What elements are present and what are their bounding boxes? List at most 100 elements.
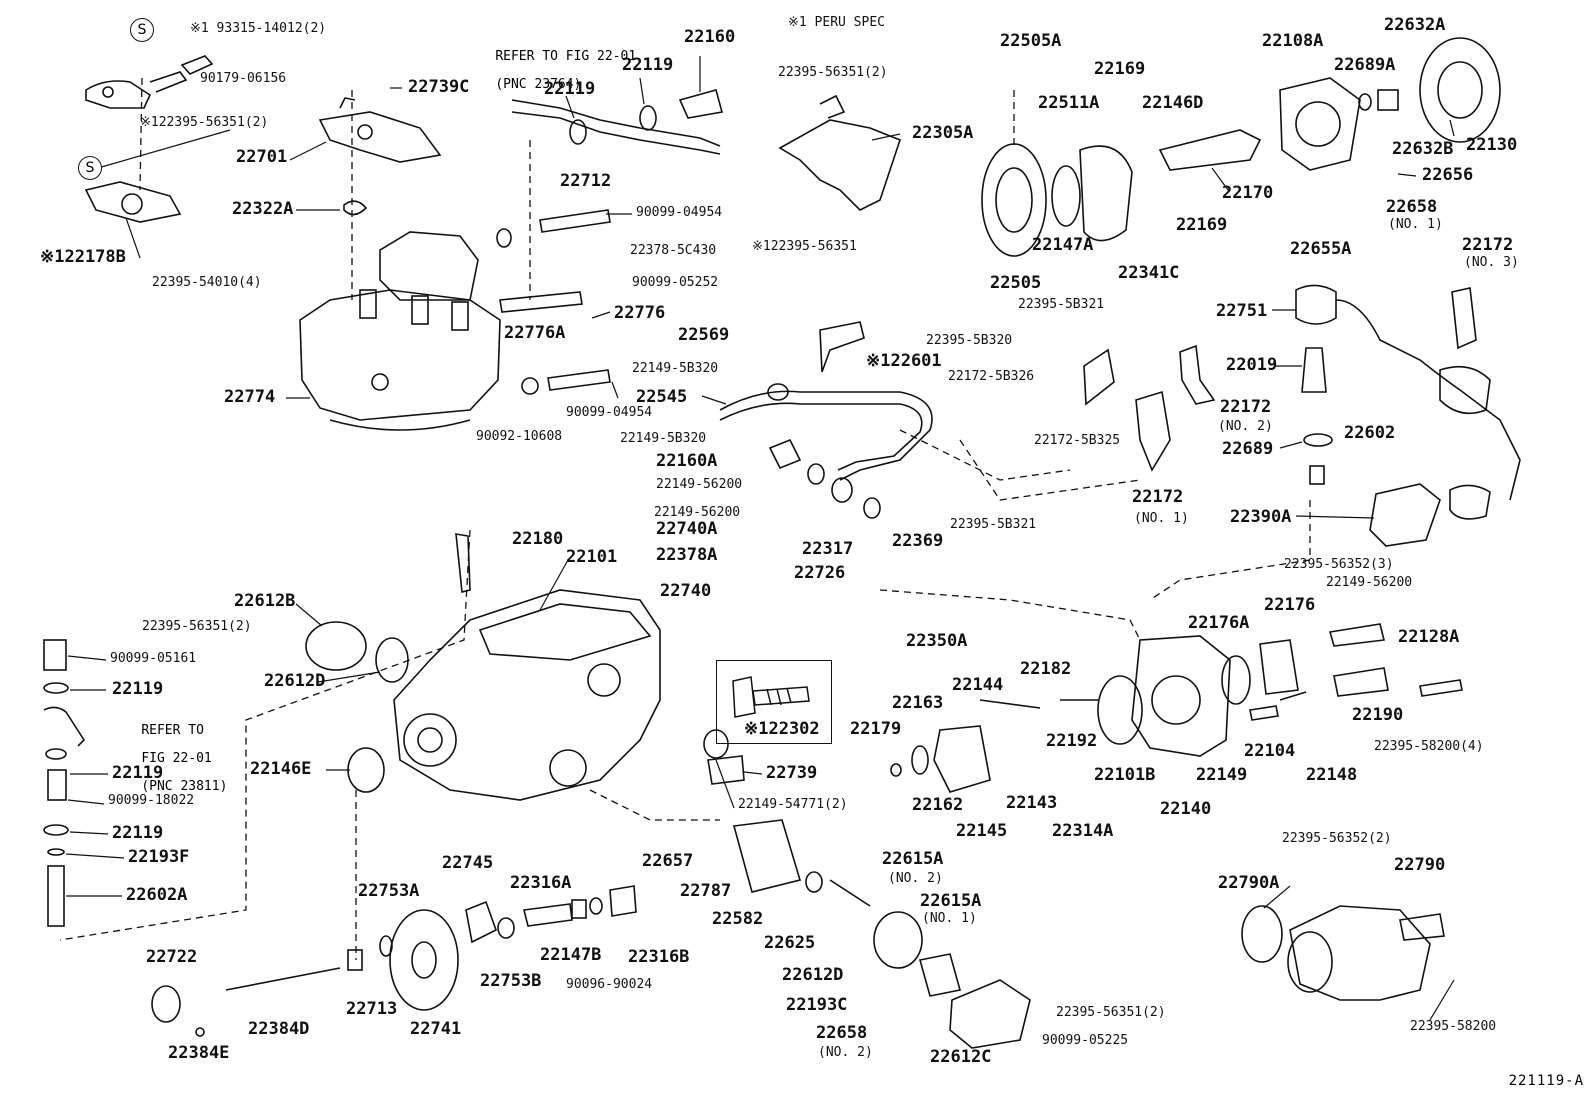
part-label[interactable]: 22384D: [248, 1019, 310, 1039]
part-label[interactable]: 22147B: [540, 945, 602, 965]
part-label[interactable]: 22172: [1462, 235, 1514, 255]
part-label[interactable]: 22176A: [1188, 613, 1250, 633]
part-label[interactable]: 22143: [1006, 793, 1058, 813]
part-label[interactable]: 22170: [1222, 183, 1274, 203]
part-label[interactable]: 22182: [1020, 659, 1072, 679]
part-label[interactable]: 22657: [642, 851, 694, 871]
part-label[interactable]: 22701: [236, 147, 288, 167]
part-label[interactable]: 22632A: [1384, 15, 1446, 35]
part-label[interactable]: 22149-56200: [654, 505, 741, 520]
part-label[interactable]: 22395-5B321: [950, 517, 1037, 532]
part-label[interactable]: 22602: [1344, 423, 1396, 443]
part-label[interactable]: 22314A: [1052, 821, 1114, 841]
part-label[interactable]: ※122601: [866, 351, 942, 371]
part-label[interactable]: 22316B: [628, 947, 690, 967]
part-label[interactable]: ※122302: [744, 719, 820, 739]
part-label[interactable]: 22658: [1386, 197, 1438, 217]
part-label[interactable]: 22172-5B325: [1034, 433, 1121, 448]
part-label[interactable]: 22790A: [1218, 873, 1280, 893]
part-label[interactable]: 22615A: [882, 849, 944, 869]
part-label[interactable]: 22395-56351(2): [1056, 1005, 1166, 1020]
part-label[interactable]: 22172-5B326: [948, 369, 1035, 384]
part-label[interactable]: 22625: [764, 933, 816, 953]
part-label[interactable]: 22149-56200: [1326, 575, 1413, 590]
part-label[interactable]: 22149-56200: [656, 477, 743, 492]
part-label[interactable]: 22569: [678, 325, 730, 345]
part-label[interactable]: 22395-56351(2): [778, 65, 888, 80]
part-label[interactable]: 90179-06156: [200, 71, 287, 86]
part-label[interactable]: 22713: [346, 999, 398, 1019]
part-label[interactable]: (NO. 2): [1218, 419, 1273, 434]
part-label[interactable]: 22612B: [234, 591, 296, 611]
part-label[interactable]: 22317: [802, 539, 854, 559]
part-label[interactable]: 22384E: [168, 1043, 230, 1063]
part-label[interactable]: 22146E: [250, 759, 312, 779]
part-label[interactable]: 22505A: [1000, 31, 1062, 51]
part-label[interactable]: 22130: [1466, 135, 1518, 155]
part-label[interactable]: 22350A: [906, 631, 968, 651]
part-label[interactable]: 22147A: [1032, 235, 1094, 255]
part-label[interactable]: 22712: [560, 171, 612, 191]
part-label[interactable]: 22305A: [912, 123, 974, 143]
part-label[interactable]: 22148: [1306, 765, 1358, 785]
part-label[interactable]: 22101B: [1094, 765, 1156, 785]
part-label[interactable]: 22169: [1176, 215, 1228, 235]
part-label[interactable]: 22395-5B320: [926, 333, 1013, 348]
part-label[interactable]: 22395-5B321: [1018, 297, 1105, 312]
part-label[interactable]: 22776A: [504, 323, 566, 343]
part-label[interactable]: 22179: [850, 719, 902, 739]
part-label[interactable]: 90099-04954: [636, 205, 723, 220]
part-label[interactable]: 22160: [684, 27, 736, 47]
part-label[interactable]: 22108A: [1262, 31, 1324, 51]
part-label[interactable]: 22726: [794, 563, 846, 583]
part-label[interactable]: ※122395-56351(2): [140, 115, 269, 130]
part-label[interactable]: ※122178B: [40, 247, 126, 267]
part-label[interactable]: 22172: [1220, 397, 1272, 417]
part-label[interactable]: ※122395-56351: [752, 239, 857, 254]
part-label[interactable]: 22790: [1394, 855, 1446, 875]
part-label[interactable]: 90099-04954: [566, 405, 653, 420]
part-label[interactable]: 22658: [816, 1023, 868, 1043]
part-label[interactable]: (NO. 2): [888, 871, 943, 886]
part-label[interactable]: (NO. 1): [922, 911, 977, 926]
part-label[interactable]: 22162: [912, 795, 964, 815]
part-label[interactable]: (NO. 2): [818, 1045, 873, 1060]
part-label[interactable]: (NO. 1): [1134, 511, 1189, 526]
part-label[interactable]: 22776: [614, 303, 666, 323]
part-label[interactable]: 22753B: [480, 971, 542, 991]
part-label[interactable]: 90096-90024: [566, 977, 653, 992]
part-label[interactable]: 22176: [1264, 595, 1316, 615]
part-label[interactable]: 22101: [566, 547, 618, 567]
part-label[interactable]: 22390A: [1230, 507, 1292, 527]
part-label[interactable]: 22104: [1244, 741, 1296, 761]
part-label[interactable]: 22193F: [128, 847, 190, 867]
part-label[interactable]: 22149: [1196, 765, 1248, 785]
part-label[interactable]: 22190: [1352, 705, 1404, 725]
part-label[interactable]: (NO. 3): [1464, 255, 1519, 270]
part-label[interactable]: 90099-05225: [1042, 1033, 1129, 1048]
part-label[interactable]: 22163: [892, 693, 944, 713]
part-label[interactable]: 22740: [660, 581, 712, 601]
part-label[interactable]: 22395-54010(4): [152, 275, 262, 290]
part-label[interactable]: 22395-56351(2): [142, 619, 252, 634]
part-label[interactable]: 22149-5B320: [632, 361, 719, 376]
part-label[interactable]: 22722: [146, 947, 198, 967]
part-label[interactable]: 22582: [712, 909, 764, 929]
part-label[interactable]: 22146D: [1142, 93, 1204, 113]
part-label[interactable]: 22145: [956, 821, 1008, 841]
part-label[interactable]: 22505: [990, 273, 1042, 293]
part-label[interactable]: 22128A: [1398, 627, 1460, 647]
part-label[interactable]: 22655A: [1290, 239, 1352, 259]
part-label[interactable]: 22180: [512, 529, 564, 549]
part-label[interactable]: 22689A: [1334, 55, 1396, 75]
part-label[interactable]: 22612D: [782, 965, 844, 985]
part-label[interactable]: 22019: [1226, 355, 1278, 375]
part-label[interactable]: 22160A: [656, 451, 718, 471]
part-label[interactable]: 22741: [410, 1019, 462, 1039]
part-label[interactable]: 22511A: [1038, 93, 1100, 113]
part-label[interactable]: 22378-5C430: [630, 243, 717, 258]
part-label[interactable]: 22119: [112, 823, 164, 843]
part-label[interactable]: 22612D: [264, 671, 326, 691]
part-label[interactable]: 22753A: [358, 881, 420, 901]
part-label[interactable]: 22395-58200: [1410, 1019, 1497, 1034]
